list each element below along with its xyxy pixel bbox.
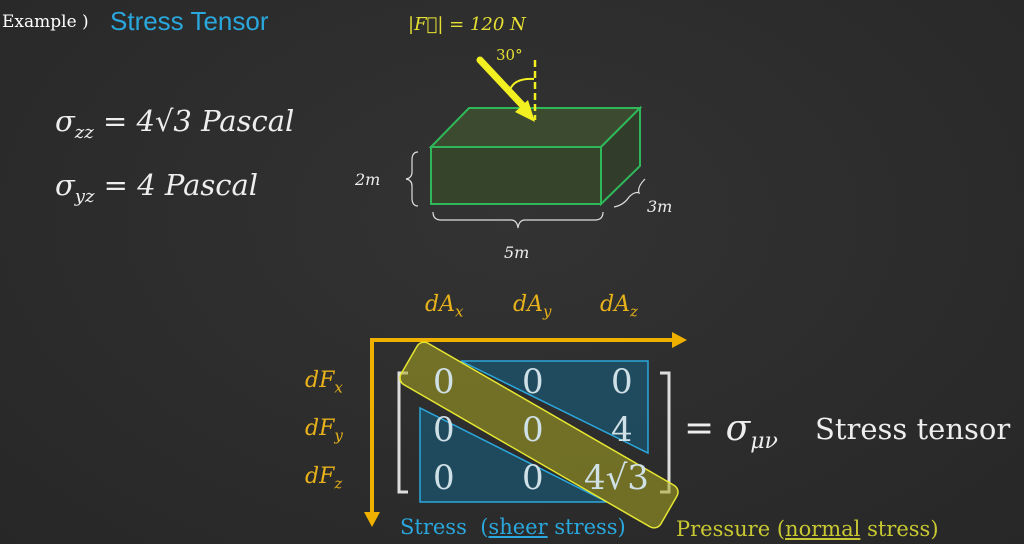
column-header-dAz: dAz bbox=[600, 292, 638, 321]
force-arrow bbox=[476, 56, 537, 122]
height-label: 2m bbox=[355, 170, 381, 189]
width-label: 5m bbox=[504, 243, 530, 262]
stress-tensor-label: Stress tensor bbox=[815, 412, 1011, 446]
column-header-dAx: dAx bbox=[425, 292, 464, 321]
normal-stress-legend: Pressure (normal stress) bbox=[676, 517, 939, 541]
sigma-zz-equation: σzz = 4√3 Pascal bbox=[55, 104, 294, 143]
equation-rhs: = 4 Pascal bbox=[103, 168, 259, 202]
box-diagram bbox=[405, 105, 646, 229]
column-header-dAy: dAy bbox=[513, 292, 552, 321]
subscript: yz bbox=[74, 185, 95, 207]
shear-regions bbox=[419, 360, 649, 503]
diagonal-highlight bbox=[399, 341, 679, 529]
angle-label: 30° bbox=[496, 46, 523, 64]
matrix-cell: 0 bbox=[522, 362, 544, 402]
sigma-mu-nu: = σμν bbox=[684, 408, 778, 455]
matrix-cell: 4 bbox=[611, 410, 633, 450]
equation-rhs: = 4√3 Pascal bbox=[102, 104, 295, 138]
matrix-cell: 4√3 bbox=[584, 458, 649, 498]
matrix-cell: 0 bbox=[611, 362, 633, 402]
matrix-cell: 0 bbox=[433, 362, 455, 402]
row-header-dFz: dFz bbox=[305, 464, 343, 493]
sigma-symbol: σ bbox=[55, 104, 75, 138]
sigma-symbol: σ bbox=[55, 168, 75, 202]
slide-title: Stress Tensor bbox=[110, 6, 269, 36]
sigma-yz-equation: σyz = 4 Pascal bbox=[55, 168, 258, 207]
matrix-axes bbox=[364, 332, 687, 527]
row-header-dFx: dFx bbox=[305, 368, 343, 397]
subscript: zz bbox=[74, 121, 94, 143]
matrix-cell: 0 bbox=[522, 458, 544, 498]
matrix-cell: 0 bbox=[433, 410, 455, 450]
row-header-dFy: dFy bbox=[305, 416, 343, 445]
example-label: Example ) bbox=[2, 12, 89, 32]
matrix-cell: 0 bbox=[433, 458, 455, 498]
matrix-cell: 0 bbox=[522, 410, 544, 450]
force-magnitude: |F⃗| = 120 N bbox=[408, 14, 526, 35]
shear-stress-legend: Stress (sheer stress) bbox=[400, 515, 626, 539]
depth-label: 3m bbox=[647, 197, 673, 216]
